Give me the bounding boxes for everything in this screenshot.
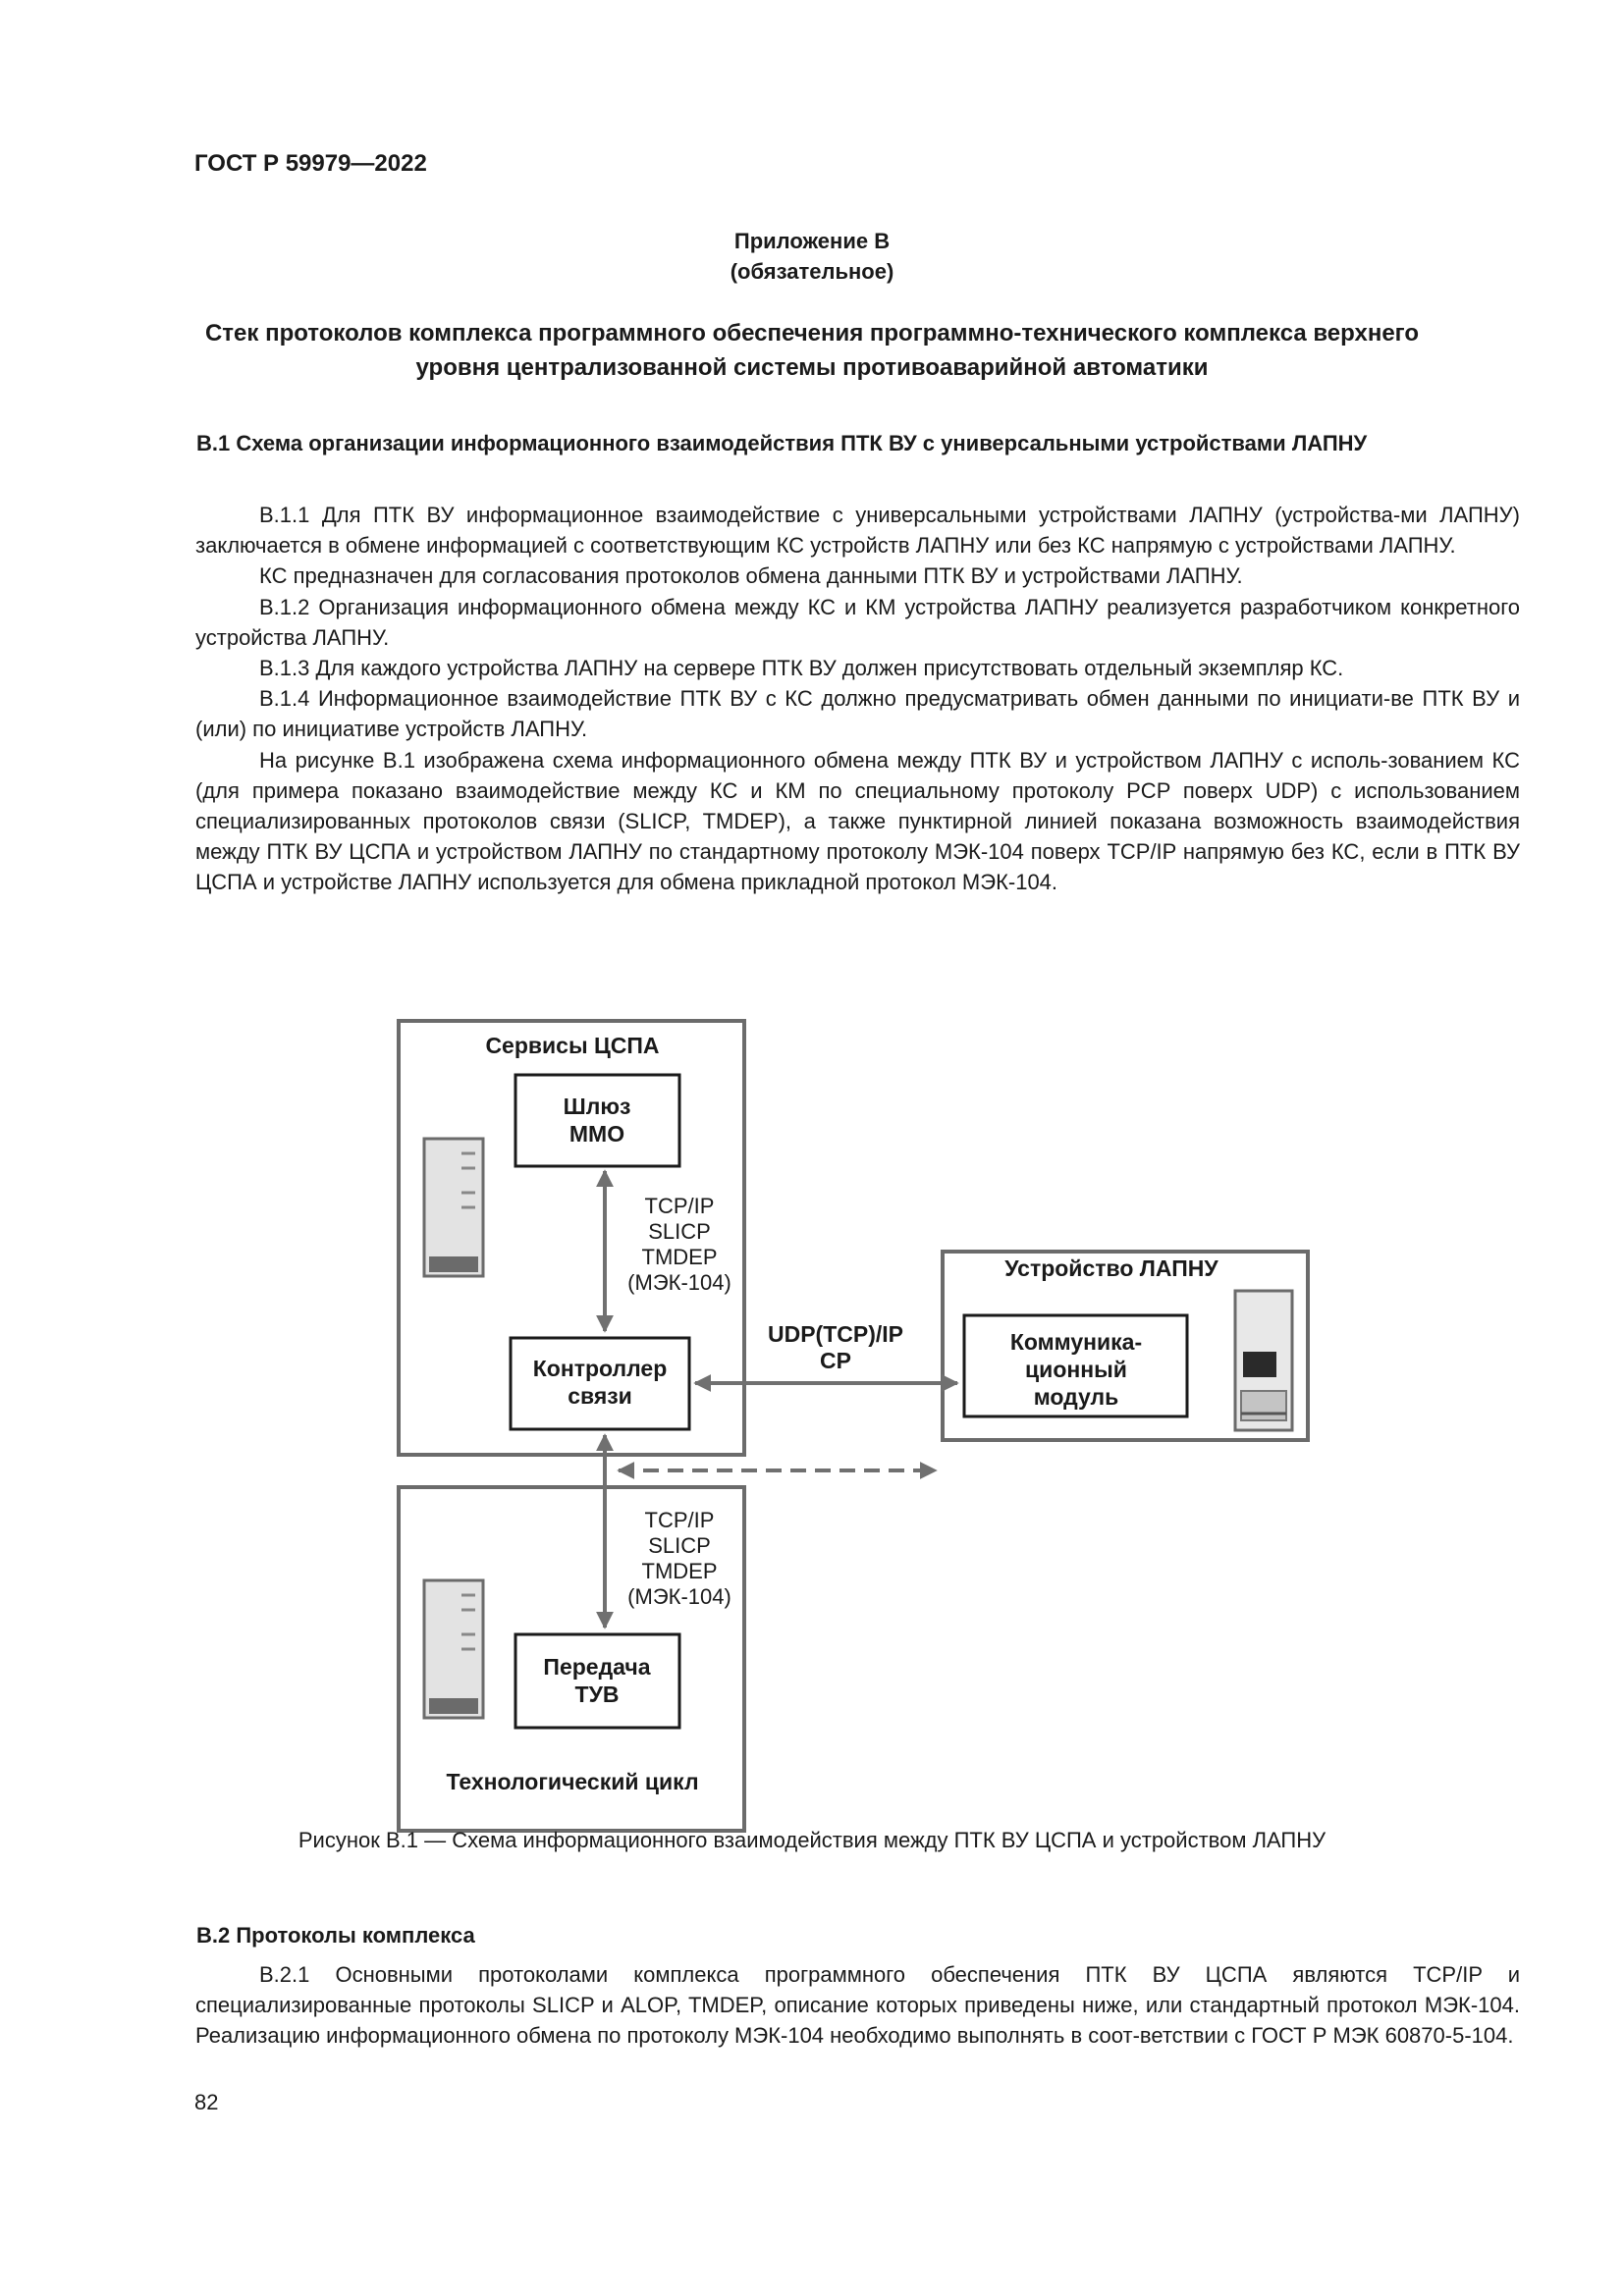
paragraph: В.1.4 Информационное взаимодействие ПТК … <box>195 686 1520 742</box>
page-number: 82 <box>194 2090 219 2114</box>
lower-protocol-iec104: (МЭК-104) <box>627 1584 731 1609</box>
tuv-transfer-box <box>514 1632 681 1730</box>
paragraph: На рисунке В.1 изображена схема информац… <box>195 747 1520 895</box>
tuv-transfer-label-1: Передача <box>543 1654 650 1680</box>
paragraph: КС предназначен для согласования протоко… <box>259 563 1243 589</box>
link-protocol-label-2: CP <box>820 1348 851 1373</box>
annex-status: (обязательное) <box>730 259 894 284</box>
comm-module-label-3: модуль <box>1034 1384 1119 1410</box>
comm-module-label-1: Коммуника- <box>1010 1329 1142 1355</box>
device-block <box>941 1250 1310 1442</box>
annex-title: Стек протоколов комплекса программного о… <box>204 320 1420 381</box>
tuv-transfer-label-2: ТУВ <box>575 1682 620 1707</box>
server-icon <box>422 1137 485 1278</box>
annex-label: Приложение В <box>733 229 891 253</box>
controller-label-1: Контроллер <box>533 1356 668 1381</box>
upper-protocol-tcpip: TCP/IP <box>645 1194 715 1218</box>
comm-module-label-2: ционный <box>1025 1357 1127 1382</box>
server-icon <box>422 1578 485 1720</box>
comm-module-box <box>962 1313 1189 1418</box>
paragraph: В.1.2 Организация информационного обмена… <box>195 594 1520 650</box>
interaction-diagram: Сервисы ЦСПА Шлюз ММО Контроллер связи T… <box>397 1019 1310 1833</box>
section-body: В.1.1 Для ПТК ВУ информационное взаимоде… <box>195 500 1520 898</box>
gateway-box <box>514 1073 681 1168</box>
controller-box <box>509 1336 691 1431</box>
device-title: Устройство ЛАПНУ <box>1004 1255 1218 1281</box>
lower-protocol-slicp: SLICP <box>648 1533 711 1558</box>
gateway-label-1: Шлюз <box>564 1094 631 1119</box>
services-block <box>397 1019 746 1457</box>
section-heading: В.1 Схема организации информационного вз… <box>196 431 1368 455</box>
link-protocol-label-1: UDP(TCP)/IP <box>768 1321 903 1347</box>
paragraph: В.1.1 Для ПТК ВУ информационное взаимоде… <box>195 503 1520 559</box>
upper-protocol-tmdep: TMDEP <box>642 1245 718 1269</box>
lower-protocol-tcpip: TCP/IP <box>645 1508 715 1532</box>
section-heading: В.2 Протоколы комплекса <box>196 1923 475 1948</box>
document-number: ГОСТ Р 59979—2022 <box>194 150 427 177</box>
paragraph: В.2.1 Основными протоколами комплекса пр… <box>195 1962 1520 2049</box>
technological-cycle-block <box>397 1485 746 1833</box>
upper-protocol-slicp: SLICP <box>648 1219 711 1244</box>
section-body: В.2.1 Основными протоколами комплекса пр… <box>195 1959 1520 2052</box>
gateway-label-2: ММО <box>569 1121 624 1147</box>
services-title: Сервисы ЦСПА <box>485 1033 659 1058</box>
upper-protocol-iec104: (МЭК-104) <box>627 1270 731 1295</box>
equipment-cabinet-icon <box>1233 1289 1294 1432</box>
figure-caption: Рисунок В.1 — Схема информационного взаи… <box>298 1828 1326 1852</box>
lower-protocol-tmdep: TMDEP <box>642 1559 718 1583</box>
controller-label-2: связи <box>568 1383 632 1409</box>
paragraph: В.1.3 Для каждого устройства ЛАПНУ на се… <box>259 656 1344 681</box>
technological-cycle-title: Технологический цикл <box>446 1769 698 1794</box>
